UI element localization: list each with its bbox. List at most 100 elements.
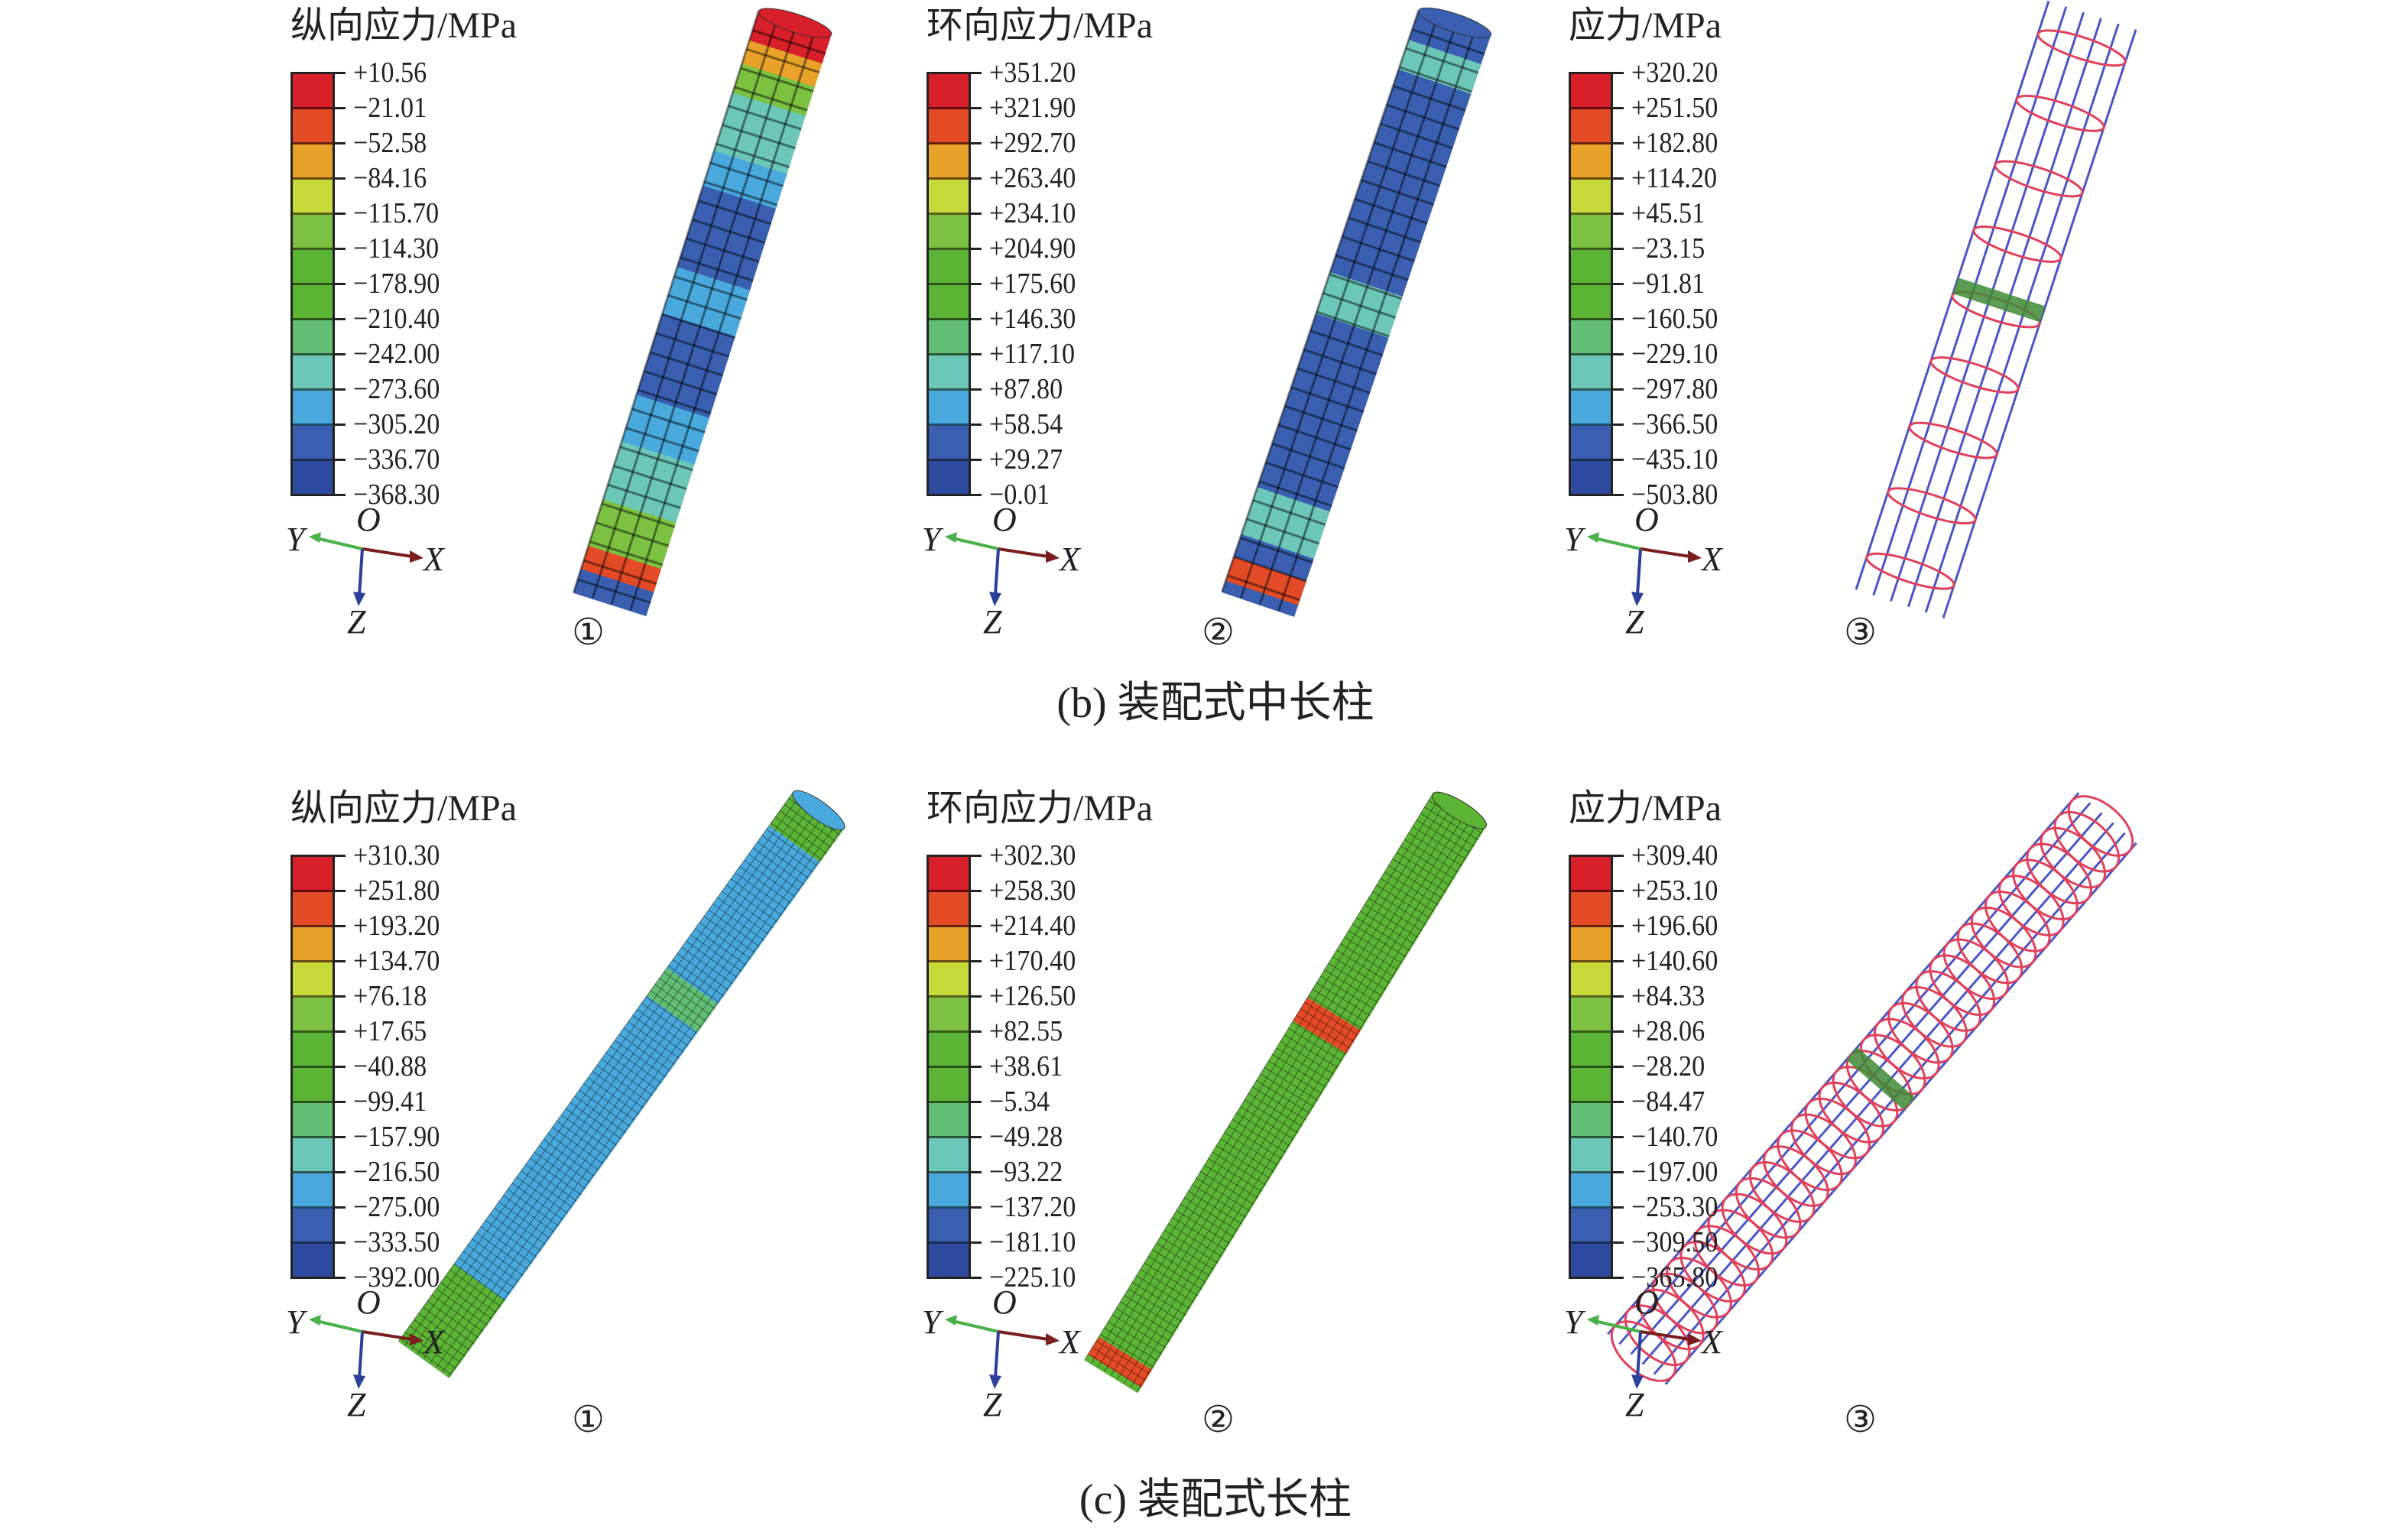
legend-label: +82.55	[989, 1015, 1063, 1047]
color-bar-segment	[293, 144, 333, 180]
legend-label: −5.34	[989, 1086, 1050, 1118]
legend-title: 纵向应力/MPa	[290, 788, 518, 829]
legend-tick	[335, 424, 346, 426]
legend-tick	[971, 177, 982, 180]
legend-tick	[1613, 72, 1624, 74]
axis-label-y: Y	[922, 1303, 941, 1341]
legend-label: −210.40	[353, 303, 440, 335]
color-bar-segment	[929, 1103, 969, 1138]
legend-label: +10.56	[353, 57, 427, 89]
legend-tick	[1613, 494, 1624, 496]
legend-label: −305.20	[353, 408, 440, 440]
axis-label-o: O	[1634, 1283, 1659, 1321]
color-bar-segment	[929, 927, 969, 962]
legend-label: +117.10	[989, 338, 1076, 370]
legend-title: 环向应力/MPa	[927, 788, 1154, 829]
legend-label: +321.90	[989, 92, 1076, 124]
legend-tick	[335, 248, 346, 250]
legend-label: +58.54	[989, 408, 1063, 440]
axis-label-z: Z	[347, 603, 366, 641]
legend-tick	[335, 353, 346, 355]
legend-label: −52.58	[353, 127, 427, 159]
legend-label: −137.20	[989, 1191, 1076, 1223]
legend-tick	[1613, 248, 1624, 250]
color-bar-segment	[929, 1138, 969, 1173]
legend-label: +134.70	[353, 945, 440, 977]
color-bar-segment	[929, 180, 969, 215]
legend-label: −253.30	[1631, 1191, 1718, 1223]
legend-label: +310.30	[353, 839, 440, 871]
legend-tick	[335, 388, 346, 391]
color-bar-segment	[1571, 892, 1611, 927]
legend-tick	[335, 318, 346, 320]
legend-tick	[971, 1101, 982, 1103]
legend-label: +17.65	[353, 1015, 427, 1047]
stress-panel: 纵向应力/MPa+10.56−21.01−52.58−84.16−115.70−…	[286, 5, 978, 738]
axis-label-z: Z	[1625, 603, 1644, 641]
color-bar-segment	[293, 857, 333, 892]
axis-label-x: X	[1702, 540, 1722, 578]
legend-tick	[971, 388, 982, 391]
subfigure-marker: ③	[1844, 1400, 1877, 1440]
axis-label-o: O	[356, 501, 381, 538]
legend-tick	[971, 72, 982, 74]
color-bar-segment	[1571, 391, 1611, 426]
color-bar-segment	[1571, 320, 1611, 355]
stress-panel: 环向应力/MPa+351.20+321.90+292.70+263.40+234…	[922, 5, 1615, 738]
legend-label: −114.30	[353, 232, 440, 264]
legend-tick	[335, 494, 346, 496]
color-bar-segment	[929, 250, 969, 285]
legend-tick	[335, 960, 346, 962]
legend-tick	[971, 1277, 982, 1279]
legend-tick	[1613, 1030, 1624, 1033]
legend-label: +320.20	[1631, 57, 1718, 89]
legend-tick	[1613, 890, 1624, 892]
legend-label: −49.28	[989, 1121, 1063, 1153]
legend-tick	[971, 1171, 982, 1173]
axis-label-o: O	[992, 501, 1017, 538]
color-bar-segment	[293, 962, 333, 998]
legend-label: +251.80	[353, 875, 440, 907]
color-bar-segment	[293, 215, 333, 250]
color-bar-segment	[1571, 962, 1611, 998]
legend-tick	[335, 1277, 346, 1279]
axis-label-x: X	[1060, 540, 1080, 578]
legend-tick	[335, 1030, 346, 1033]
legend-label: −40.88	[353, 1050, 427, 1082]
stress-panel: 纵向应力/MPa+310.30+251.80+193.20+134.70+76.…	[286, 787, 978, 1521]
legend-tick	[971, 925, 982, 927]
legend-tick	[1613, 1136, 1624, 1138]
legend-title: 纵向应力/MPa	[290, 5, 518, 46]
legend-label: +175.60	[989, 268, 1076, 300]
legend-tick	[1613, 459, 1624, 461]
legend-tick	[1613, 1171, 1624, 1173]
color-bar-segment	[929, 1033, 969, 1068]
legend-label: −225.10	[989, 1261, 1076, 1293]
axis-label-x: X	[424, 1323, 444, 1361]
color-bar-segment	[1571, 215, 1611, 250]
legend-label: +309.40	[1631, 839, 1718, 871]
color-bar-segment	[293, 285, 333, 320]
color-bar-segment	[1571, 857, 1611, 892]
axis-label-x: X	[1060, 1323, 1080, 1361]
legend-title: 应力/MPa	[1569, 788, 1722, 829]
color-bar-segment	[929, 215, 969, 250]
legend-title: 环向应力/MPa	[927, 5, 1154, 46]
legend-label: +38.61	[989, 1050, 1063, 1082]
legend-tick	[335, 1241, 346, 1244]
legend-label: +114.20	[1631, 162, 1718, 194]
legend-tick	[1613, 960, 1624, 962]
legend-tick	[971, 1241, 982, 1244]
legend-tick	[335, 1136, 346, 1138]
color-bar	[1569, 855, 1613, 1279]
legend-label: −99.41	[353, 1086, 427, 1118]
legend-label: −157.90	[353, 1121, 440, 1153]
color-bar-segment	[929, 109, 969, 144]
legend-tick	[971, 353, 982, 355]
legend-tick	[1613, 107, 1624, 109]
subfigure-marker: ②	[1202, 1400, 1235, 1440]
